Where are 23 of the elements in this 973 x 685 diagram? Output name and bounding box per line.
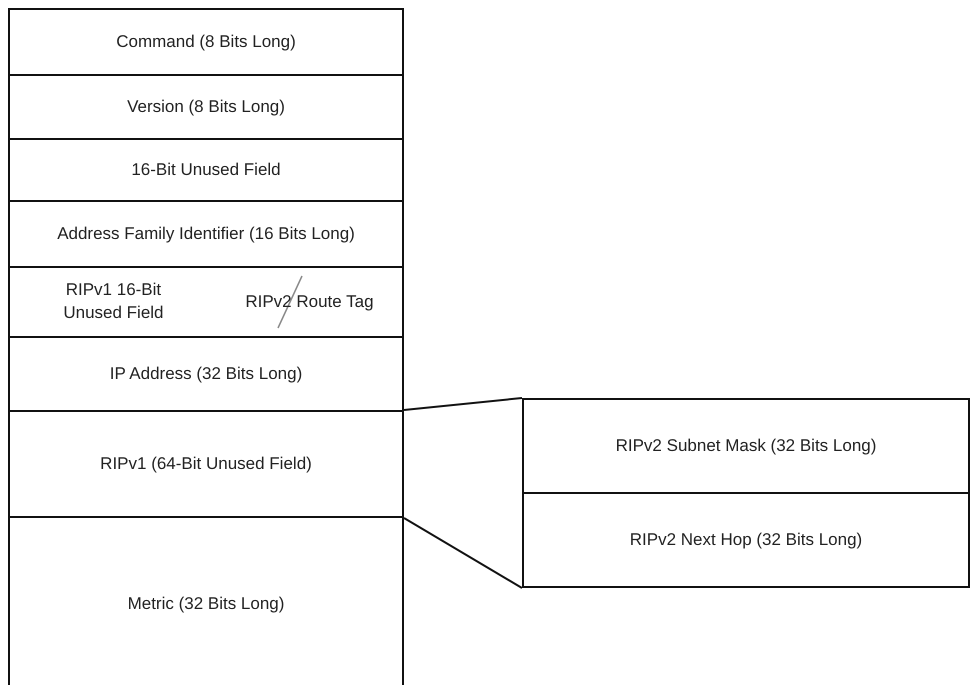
- field-label: 16-Bit Unused Field: [131, 158, 281, 181]
- field-label: RIPv2 Route Tag: [245, 290, 374, 313]
- field-box: [8, 266, 404, 338]
- field-box: [8, 74, 404, 140]
- field-box: [522, 492, 970, 588]
- field-box: [8, 138, 404, 202]
- field-box: [8, 336, 404, 412]
- field-label: RIPv1 (64-Bit Unused Field): [100, 452, 312, 475]
- field-label: Address Family Identifier (16 Bits Long): [57, 222, 355, 245]
- expansion-line: [404, 517, 522, 589]
- field-label: IP Address (32 Bits Long): [110, 362, 302, 385]
- field-box: [522, 398, 970, 494]
- field-label: Version (8 Bits Long): [127, 96, 285, 118]
- field-box: [8, 8, 404, 76]
- field-box: [8, 200, 404, 268]
- expansion-line: [404, 397, 522, 411]
- field-box: [8, 410, 404, 518]
- field-label: Command (8 Bits Long): [116, 30, 296, 53]
- field-label: RIPv2 Next Hop (32 Bits Long): [630, 528, 862, 551]
- field-box: [8, 516, 404, 685]
- field-label: Metric (32 Bits Long): [128, 593, 284, 616]
- field-label: RIPv2 Subnet Mask (32 Bits Long): [616, 434, 876, 457]
- field-label: RIPv1 16-Bit Unused Field: [62, 279, 165, 324]
